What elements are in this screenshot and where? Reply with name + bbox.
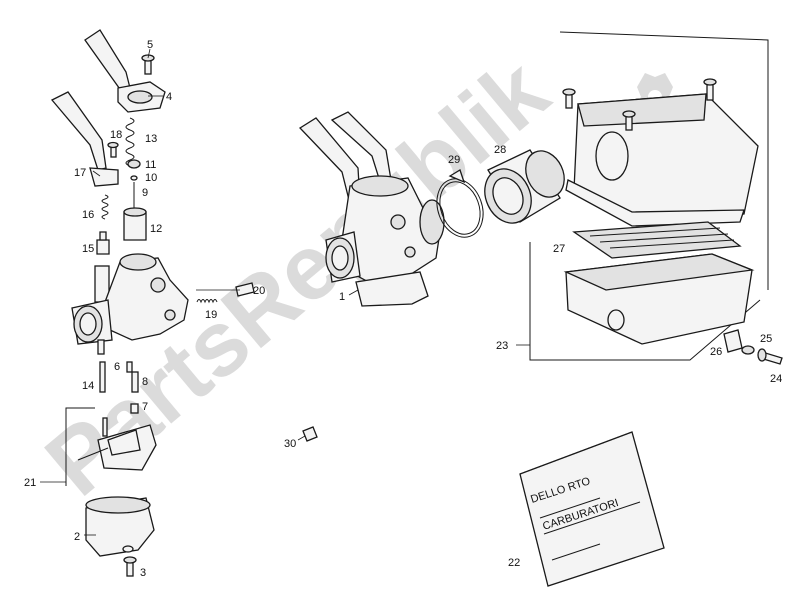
- part-16-spring: [101, 194, 109, 220]
- label-4: 4: [166, 91, 172, 103]
- label-7: 7: [142, 401, 148, 413]
- part-3-screw: [123, 556, 137, 577]
- label-30: 30: [284, 438, 296, 450]
- part-20-idle-screw: [235, 282, 255, 297]
- part-26-clip: [723, 329, 743, 353]
- part-22-repair-kit-bag: DELLO RTO CARBURATORI: [519, 431, 665, 587]
- part-27-air-filter-element: [572, 221, 742, 259]
- label-8: 8: [142, 376, 148, 388]
- label-22: 22: [508, 557, 520, 569]
- leader-lines: [40, 48, 530, 536]
- part-29-hose-clamp: [436, 169, 484, 238]
- part-4-cover-with-cable-adjuster: [84, 29, 166, 113]
- label-24: 24: [770, 373, 782, 385]
- label-15: 15: [82, 243, 94, 255]
- label-14: 14: [82, 380, 94, 392]
- label-3: 3: [140, 567, 146, 579]
- part-6-jet: [126, 361, 133, 373]
- part-15-choke-plunger: [96, 231, 110, 255]
- label-26: 26: [710, 346, 722, 358]
- airbox-lower-housing: [563, 253, 755, 345]
- part-7-jet: [130, 403, 139, 414]
- airbox-screw-upper-left: [562, 88, 576, 109]
- label-29: 29: [448, 154, 460, 166]
- airbox-screw-upper-right: [703, 78, 717, 101]
- label-28: 28: [494, 144, 506, 156]
- part-10-clip: [130, 175, 138, 181]
- label-16: 16: [82, 209, 94, 221]
- label-12: 12: [150, 223, 162, 235]
- label-1: 1: [339, 291, 345, 303]
- part-25-washer: [741, 345, 755, 355]
- label-11: 11: [145, 159, 156, 171]
- part-30-jet: [302, 426, 318, 442]
- label-27: 27: [553, 243, 565, 255]
- label-20: 20: [253, 285, 265, 297]
- part-12-throttle-slide: [123, 207, 147, 241]
- part-8-tube: [131, 371, 139, 393]
- part-2-float-bowl: [85, 496, 155, 557]
- part-1-carburettor-complete: [298, 111, 445, 307]
- label-9: 9: [142, 187, 148, 199]
- label-23: 23: [496, 340, 508, 352]
- label-25: 25: [760, 333, 772, 345]
- label-2: 2: [74, 531, 80, 543]
- airbox-cover: [565, 93, 759, 227]
- label-13: 13: [145, 133, 157, 145]
- part-11-retainer: [127, 159, 141, 169]
- label-5: 5: [147, 39, 153, 51]
- carburettor-body-exploded: [71, 253, 189, 355]
- part-24-screw: [757, 348, 783, 365]
- label-6: 6: [114, 361, 120, 373]
- part-13-spring: [125, 117, 135, 167]
- label-21: 21: [24, 477, 36, 489]
- label-17: 17: [74, 167, 86, 179]
- label-18: 18: [110, 129, 122, 141]
- part-17-cable-adjuster: [50, 91, 119, 187]
- part-labels: 1 2 3 4 5 6 7 8 9 10 11 12 13 14 15 16 1…: [24, 39, 782, 579]
- part-18-screw: [107, 141, 119, 158]
- airbox-bracket-outline: [529, 31, 769, 361]
- part-21-float-kit: [65, 407, 157, 486]
- part-19-spring: [196, 299, 218, 304]
- part-28-intake-rubber: [484, 149, 565, 224]
- part-14-tube: [99, 361, 106, 393]
- label-10: 10: [145, 172, 157, 184]
- label-19: 19: [205, 309, 217, 321]
- airbox-screw-middle: [622, 110, 636, 131]
